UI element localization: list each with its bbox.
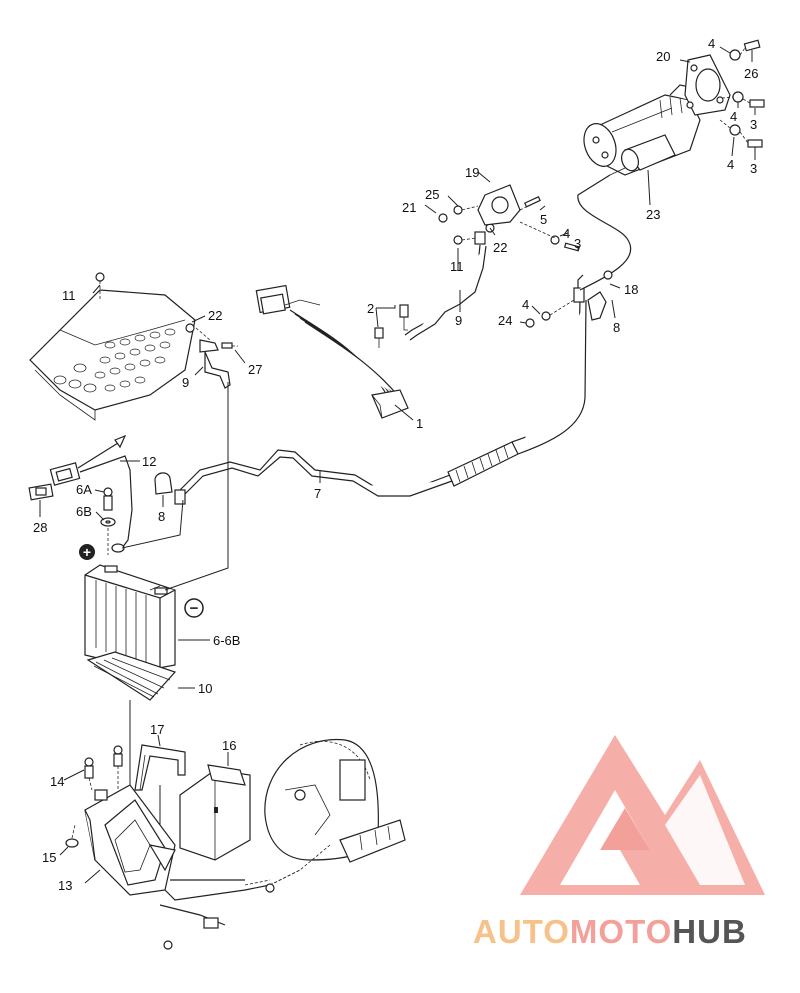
callout-3-low: 3: [750, 161, 757, 176]
callout-13: 13: [58, 878, 72, 893]
callout-8-left: 8: [158, 509, 165, 524]
svg-text:+: +: [83, 544, 91, 560]
callout-8-right: 8: [613, 320, 620, 335]
callout-4-top: 4: [708, 36, 715, 51]
callout-11-heat-shield: 11: [62, 288, 76, 303]
callout-23: 23: [646, 207, 660, 222]
gasket-plate: [438, 184, 581, 252]
callout-22-left: 22: [208, 308, 222, 323]
callout-3-mid: 3: [750, 117, 757, 132]
callout-4-gasket: 4: [563, 226, 570, 241]
callout-27: 27: [248, 362, 262, 377]
starter-flange: [684, 54, 731, 116]
callout-11-center: 11: [450, 259, 464, 274]
callout-18: 18: [624, 282, 638, 297]
callout-15: 15: [42, 850, 56, 865]
terminal-boot-left: [154, 472, 173, 495]
callout-leaders: [39, 46, 756, 884]
callout-4-low: 4: [727, 157, 734, 172]
callout-7: 7: [314, 486, 321, 501]
callout-24: 24: [498, 313, 512, 328]
automotohub-logo: AUTOMOTOHUB: [473, 735, 765, 950]
callout-28: 28: [33, 520, 47, 535]
callout-16: 16: [222, 738, 236, 753]
starter-cable-branch: [577, 167, 632, 291]
svg-text:−: −: [190, 600, 199, 617]
callout-1: 1: [416, 416, 423, 431]
tray-bolts: [65, 745, 123, 848]
callout-21: 21: [402, 200, 416, 215]
hold-down-strap: [134, 744, 186, 791]
callout-labels: 11 22 27 9 2 1 12 6A 6B 8 28 6-6B 10 7 1…: [33, 36, 758, 893]
callout-12: 12: [142, 454, 156, 469]
callout-4-cable: 4: [522, 297, 529, 312]
engine-housing: [163, 738, 406, 950]
callout-26: 26: [744, 66, 758, 81]
battery: [84, 564, 176, 671]
battery-cable: [174, 274, 587, 505]
logo-text-auto: AUTO: [473, 913, 570, 950]
callout-19: 19: [465, 165, 479, 180]
callout-9-left: 9: [182, 375, 189, 390]
heat-shield: [29, 272, 196, 421]
callout-25: 25: [425, 187, 439, 202]
callout-6b: 6B: [76, 504, 92, 519]
callout-4-mid: 4: [730, 109, 737, 124]
starter-motor: [583, 84, 701, 176]
callout-2: 2: [367, 301, 374, 316]
assembly-guide-lines: [121, 382, 229, 830]
callout-22-center: 22: [493, 240, 507, 255]
connector-harness: [255, 284, 409, 419]
callout-6-6b: 6-6B: [213, 633, 240, 648]
terminal-boot-right: [525, 270, 613, 328]
callout-5: 5: [540, 212, 547, 227]
callout-10: 10: [198, 681, 212, 696]
logo-text-hub: HUB: [672, 913, 747, 950]
positive-symbol: +: [79, 544, 95, 560]
ground-strap-center: [404, 223, 495, 341]
callout-20: 20: [656, 49, 670, 64]
ground-strap-left: [185, 323, 238, 389]
logo-text-moto: MOTO: [570, 913, 672, 950]
battery-cover: [179, 764, 251, 861]
callout-17: 17: [150, 722, 164, 737]
battery-mat: [86, 651, 177, 701]
callout-14: 14: [50, 774, 64, 789]
battery-tray: [84, 784, 301, 929]
callout-9-center: 9: [455, 313, 462, 328]
callout-6a: 6A: [76, 482, 92, 497]
callout-3-gasket: 3: [574, 236, 581, 251]
svg-text:AUTOMOTOHUB: AUTOMOTOHUB: [473, 913, 747, 950]
negative-symbol: −: [184, 598, 204, 618]
starter-bolts: [719, 39, 765, 148]
